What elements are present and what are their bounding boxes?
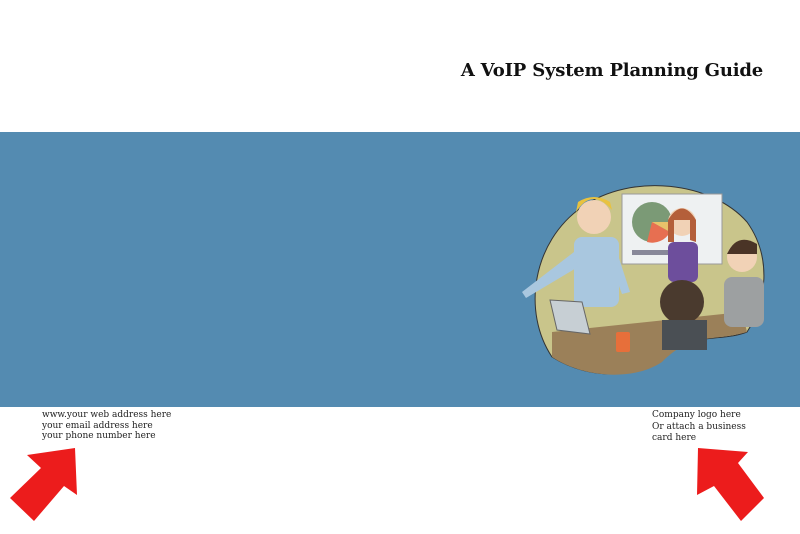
company-logo-placeholder: Company logo here Or attach a business c… <box>652 410 747 445</box>
email-address: your email address here <box>42 420 153 431</box>
arrow-up-left-icon <box>697 448 764 521</box>
phone-number: your phone number here <box>42 431 156 441</box>
document-title: A VoIP System Planning Guide <box>460 60 763 81</box>
company-line-3: card here <box>652 433 697 443</box>
company-line-1: Company logo here <box>652 410 741 420</box>
arrow-up-right-icon <box>10 448 77 521</box>
web-address: www.your web address here <box>42 410 172 420</box>
company-line-2: Or attach a business <box>652 421 746 432</box>
contact-info: www.your web address here your email add… <box>42 410 171 442</box>
meeting-illustration <box>522 185 765 375</box>
